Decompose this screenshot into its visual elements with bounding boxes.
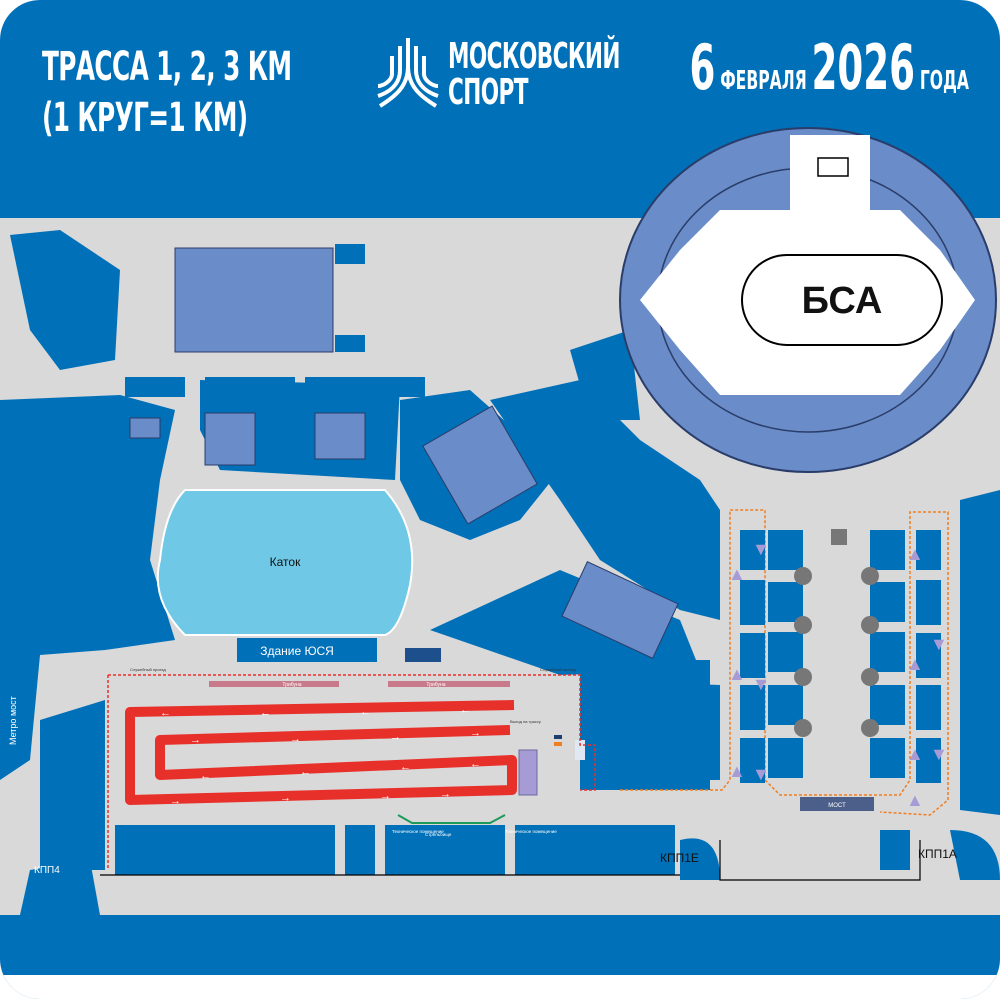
ski-track [125, 700, 517, 805]
svg-text:▲: ▲ [728, 564, 746, 584]
building-yusya: Здание ЮСЯ [237, 638, 441, 662]
svg-text:←: ← [460, 704, 471, 716]
gate-kpp1a-label: КПП1А [918, 847, 957, 861]
annex-blocks [125, 244, 425, 397]
plaza: ▲ ▼ ▲ ▼ ▲ ▼ ▲ ▼ ▲ ▼ ▲ ▲ [728, 529, 948, 810]
svg-text:▲: ▲ [728, 761, 746, 781]
date-month: ФЕВРАЛЯ [720, 66, 807, 96]
bridge: МОСТ [800, 797, 874, 811]
service-right-label: Служебный проезд [540, 667, 576, 672]
date-year: 2026 [811, 31, 916, 104]
rink-label: Каток [270, 555, 301, 569]
spectator-route [620, 509, 949, 816]
stand-right-label: Трибуна [426, 682, 445, 688]
shooting-range: Техническое помещение Стрельбище Техниче… [392, 814, 557, 837]
svg-text:▼: ▼ [752, 674, 770, 694]
green-areas [0, 230, 1000, 915]
gate-kpp1e-label: КПП1Е [660, 851, 699, 865]
route-title: ТРАССА 1, 2, 3 КМ [42, 44, 292, 90]
svg-text:▼: ▼ [930, 634, 948, 654]
svg-text:←: ← [360, 706, 371, 718]
event-date: 6 ФЕВРАЛЯ 2026 ГОДА [689, 31, 974, 104]
gate-kpp4-label: КПП4 [34, 865, 60, 876]
svg-text:←: ← [160, 707, 171, 719]
track-exit-label: Выход на трассу [510, 719, 541, 724]
svg-text:▼: ▼ [752, 539, 770, 559]
svg-text:▲: ▲ [906, 544, 924, 564]
stadium-label: БСА [802, 280, 883, 322]
svg-text:→: → [390, 731, 401, 743]
svg-text:▲: ▲ [906, 790, 924, 810]
svg-text:→: → [170, 795, 181, 807]
gates [100, 840, 921, 881]
route-subtitle: (1 КРУГ=1 КМ) [42, 95, 248, 141]
svg-text:▲: ▲ [906, 744, 924, 764]
track-direction-arrows: ← ← ← ← → → → → ← ← ← ← → → → → [160, 704, 481, 807]
tech-room-left-label: Техническое помещение [392, 829, 444, 834]
svg-text:→: → [290, 733, 301, 745]
bottom-border [0, 975, 1000, 999]
stand-left-label: Трибуна [282, 682, 301, 688]
svg-text:←: ← [400, 761, 411, 773]
svg-text:←: ← [470, 758, 481, 770]
date-suffix: ГОДА [920, 66, 970, 96]
svg-text:→: → [190, 734, 201, 746]
logo-text-line1: МОСКОВСКИЙ [448, 36, 620, 77]
svg-text:←: ← [200, 770, 211, 782]
building-yusya-label: Здание ЮСЯ [260, 644, 334, 658]
svg-text:→: → [440, 788, 451, 800]
stadium-bsa: БСА [619, 127, 997, 473]
svg-text:▼: ▼ [752, 764, 770, 784]
service-left-label: Служебный проезд [130, 667, 166, 672]
svg-text:▲: ▲ [906, 654, 924, 674]
svg-text:→: → [470, 727, 481, 739]
svg-text:▲: ▲ [728, 664, 746, 684]
tech-room-right-label: Техническое помещение [505, 829, 557, 834]
bridge-label: МОСТ [828, 803, 846, 809]
svg-text:←: ← [300, 766, 311, 778]
moscow-sport-logo-icon [377, 38, 439, 108]
ice-rink: Каток [156, 489, 414, 636]
buildings [129, 247, 679, 659]
service-route [107, 674, 596, 870]
svg-text:←: ← [260, 707, 271, 719]
svg-text:▼: ▼ [930, 744, 948, 764]
metro-bridge-label: Метро мост [8, 696, 18, 745]
ground [0, 218, 1000, 915]
svg-text:→: → [280, 792, 291, 804]
date-day: 6 [689, 31, 716, 104]
logo-text-line2: СПОРТ [448, 72, 528, 113]
shooting-range-label: Стрельбище [425, 832, 452, 837]
svg-text:→: → [380, 790, 391, 802]
stands: Трибуна Трибуна Служебный проезд Служебн… [130, 667, 585, 796]
